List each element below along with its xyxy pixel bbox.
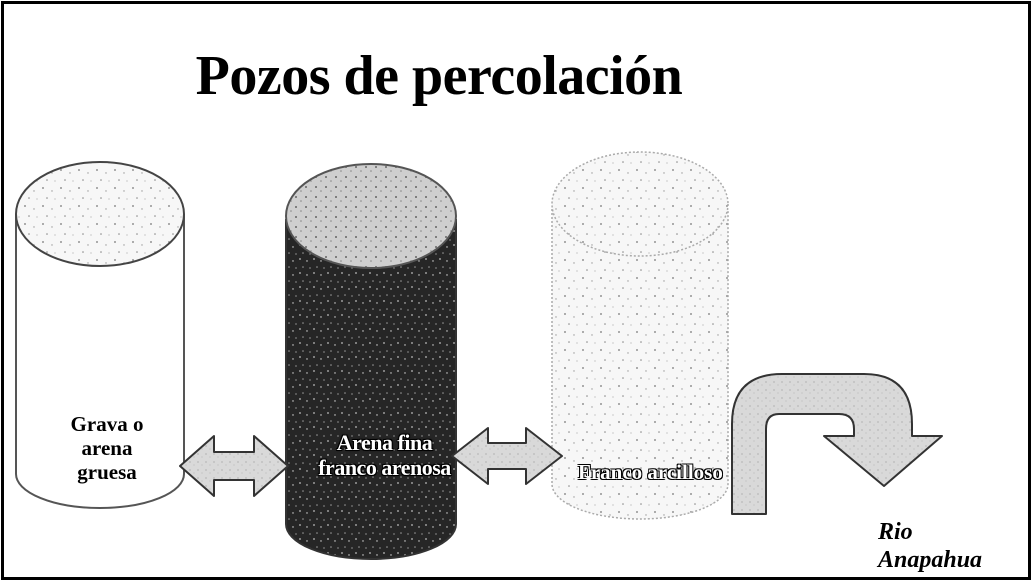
label-rio-line-1: Rio [878,519,913,545]
label-arena-line-1: Arena fina [336,430,433,455]
label-rio-line-2: Anapahua [878,546,983,573]
label-grava-line-3: gruesa [77,460,137,485]
cylinder-franco [551,151,729,520]
cylinder-arena [285,163,457,560]
label-grava-line-2: arena [81,436,133,461]
double-arrow-2 [451,427,563,485]
label-franco-line-1: Franco arcilloso [578,460,723,484]
label-franco: Franco arcilloso [578,460,738,484]
double-arrow-1 [179,435,289,497]
diagram-title: Pozos de percolación [195,45,683,107]
label-rio: Rio Anapahua [878,519,1018,574]
label-grava-line-1: Grava o [70,412,144,436]
label-grava: Grava o arena gruesa [47,412,167,484]
label-arena: Arena fina franco arenosa [292,430,477,481]
label-arena-line-2: franco arenosa [318,455,451,481]
cylinder-grava [15,161,185,509]
diagram-canvas [15,151,943,560]
curved-arrow-river [731,373,943,515]
